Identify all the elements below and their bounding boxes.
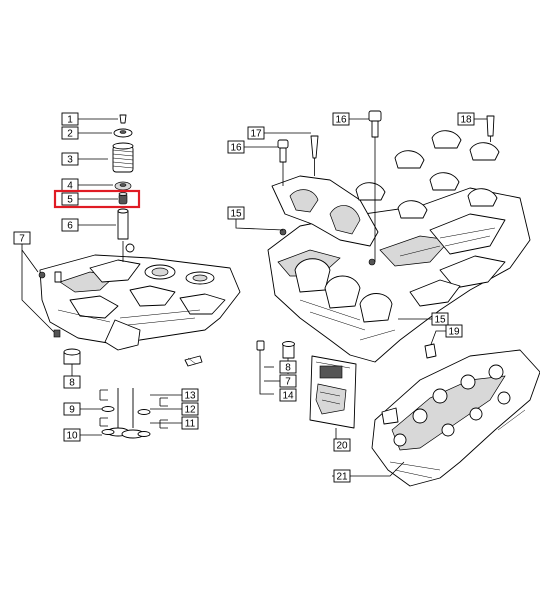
callout-20: 20 (333, 438, 351, 452)
valve-stack (78, 114, 134, 240)
svg-text:8: 8 (69, 378, 75, 389)
svg-text:15: 15 (434, 315, 446, 326)
svg-text:5: 5 (67, 195, 73, 206)
callout-4: 4 (61, 178, 79, 192)
svg-text:17: 17 (250, 129, 262, 140)
valve-spring-part (112, 142, 134, 173)
svg-text:12: 12 (184, 405, 196, 416)
svg-text:11: 11 (185, 419, 196, 430)
callout-11: 11 (150, 416, 199, 430)
gasket-kit-bag (309, 355, 357, 439)
svg-text:8: 8 (285, 363, 291, 374)
right-camshaft-carrier (267, 175, 531, 363)
svg-text:20: 20 (336, 441, 348, 452)
callout-15-left: 15 (227, 206, 284, 231)
callout-15-right: 15 (398, 312, 449, 326)
callout-8: 8 (63, 348, 81, 389)
callout-16-top: 16 (332, 112, 369, 126)
spring-retainer-part (113, 128, 133, 138)
callout-3: 3 (61, 152, 79, 166)
spring-seat-part (114, 181, 132, 191)
callout-18: 18 (457, 112, 487, 126)
bolt-18 (486, 115, 495, 142)
callout-10: 10 (63, 428, 102, 442)
svg-text:3: 3 (67, 155, 73, 166)
svg-text:9: 9 (69, 405, 75, 416)
svg-text:14: 14 (282, 391, 294, 402)
valve-keeper-part (119, 114, 127, 124)
callout-17: 17 (247, 126, 311, 140)
bearing-caps (355, 130, 500, 219)
callout-2: 2 (61, 126, 79, 140)
highlight-frame (53, 189, 141, 209)
callout-12: 12 (150, 402, 199, 416)
bolt-16-left (277, 139, 289, 186)
callout-21: 21 (333, 469, 351, 483)
svg-text:16: 16 (230, 143, 242, 154)
svg-text:21: 21 (336, 472, 348, 483)
bolt-16-top (368, 110, 382, 262)
callout-14: 14 (279, 388, 297, 402)
svg-text:18: 18 (460, 115, 472, 126)
svg-text:13: 13 (184, 391, 196, 402)
svg-text:7: 7 (19, 234, 25, 245)
callout-6: 6 (61, 218, 79, 232)
callout-9: 9 (63, 402, 102, 416)
valve-stem-seal-part (118, 192, 128, 205)
svg-text:4: 4 (67, 181, 73, 192)
callout-13: 13 (150, 388, 199, 402)
svg-text:19: 19 (448, 327, 460, 338)
callout-1: 1 (61, 112, 79, 126)
valve-guide-part (117, 208, 129, 240)
svg-text:1: 1 (67, 115, 73, 126)
svg-text:7: 7 (285, 377, 291, 388)
svg-text:15: 15 (230, 209, 242, 220)
complete-cylinder-head (332, 349, 540, 487)
callout-7: 7 (13, 231, 61, 338)
svg-text:6: 6 (67, 221, 73, 232)
callout-8-right: 8 (279, 360, 297, 374)
callout-16-left: 16 (227, 140, 278, 154)
callout-7-right: 7 (264, 374, 297, 388)
bolt-17 (310, 135, 319, 176)
left-cylinder-head (38, 241, 241, 367)
svg-text:10: 10 (66, 431, 78, 442)
svg-text:2: 2 (67, 129, 73, 140)
plug-group-right (256, 340, 295, 395)
callout-19: 19 (424, 324, 463, 359)
valves-group (99, 388, 168, 439)
svg-text:16: 16 (335, 115, 347, 126)
callout-5: 5 (61, 192, 79, 206)
